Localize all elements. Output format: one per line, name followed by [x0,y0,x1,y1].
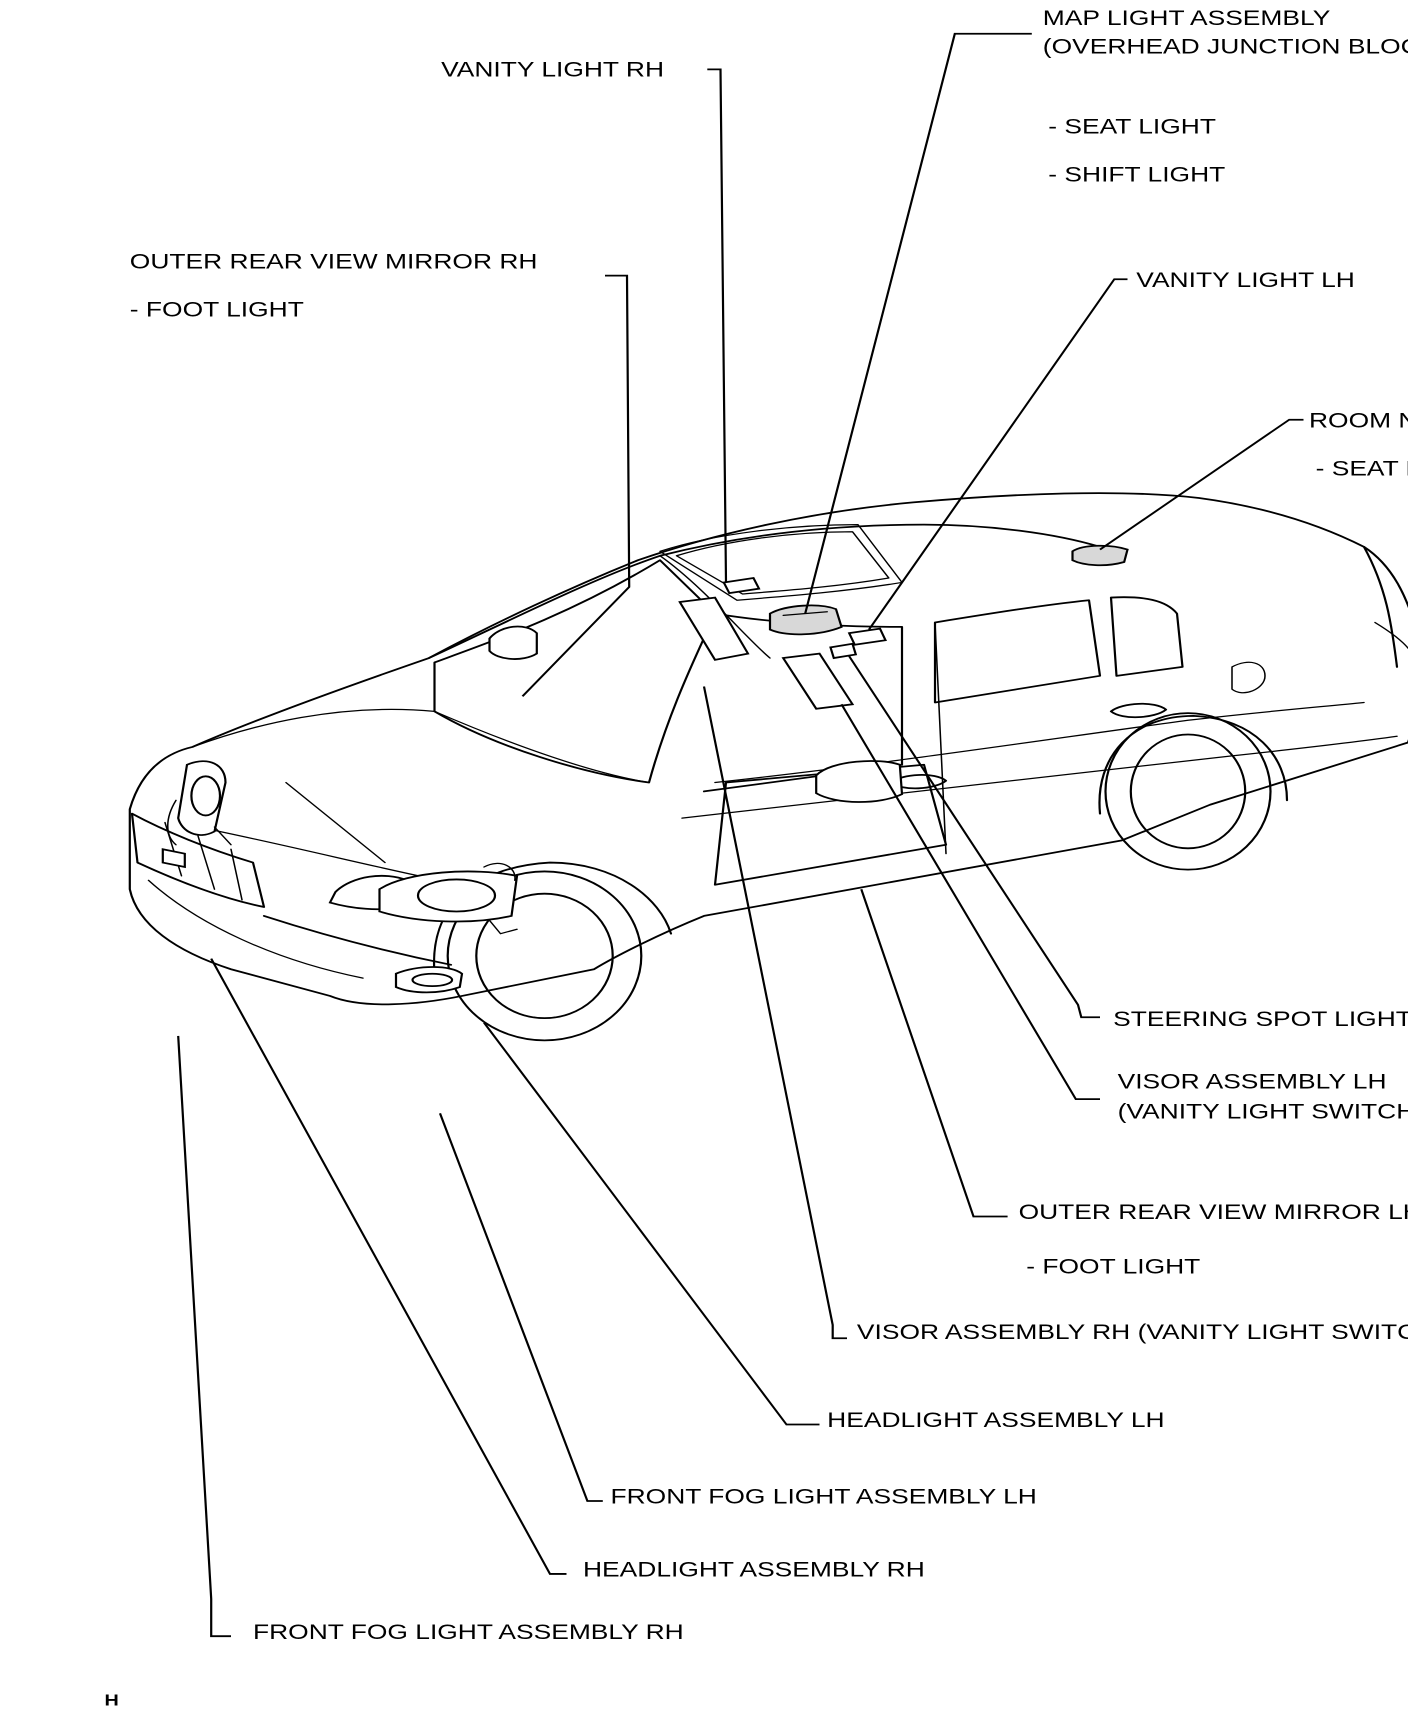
steering-spot-light-part [829,642,858,660]
label-headlight-lh: HEADLIGHT ASSEMBLY LH [827,1409,1164,1433]
headlight-rh-part [166,760,232,846]
room-light-part [1071,544,1129,567]
visor-rh-part [678,596,750,661]
leader-fog-rh [177,1035,232,1638]
label-visor-lh-1: VISOR ASSEMBLY LH [1118,1070,1387,1094]
leader-fog-lh [438,1113,603,1502]
vanity-light-lh-part [847,627,888,646]
label-visor-rh: VISOR ASSEMBLY RH (VANITY LIGHT SWITCH) [857,1321,1408,1345]
label-headlight-rh: HEADLIGHT ASSEMBLY RH [583,1558,925,1582]
label-vanity-lh: VANITY LIGHT LH [1136,269,1355,293]
leader-visor-rh [702,686,848,1340]
leader-mirror-lh [860,888,1008,1218]
label-fog-rh: FRONT FOG LIGHT ASSEMBLY RH [253,1620,684,1644]
lighting-parts [161,544,1129,994]
label-map-sub-2: - SHIFT LIGHT [1048,163,1225,187]
label-map-sub-1: - SEAT LIGHT [1048,115,1216,139]
label-map-light-1: MAP LIGHT ASSEMBLY [1043,6,1331,30]
mirror-rh-part [488,625,538,660]
label-mirror-rh-sub: - FOOT LIGHT [130,298,304,322]
visor-lh-part [781,652,855,710]
label-mirror-rh: OUTER REAR VIEW MIRROR RH [130,250,538,274]
mirror-lh-part [815,760,904,803]
label-steering-spot: STEERING SPOT LIGHT ASSEMBLY [1113,1008,1408,1032]
leader-vanity-rh [707,68,728,583]
leader-room-light [1099,418,1304,551]
leader-mirror-rh [521,274,631,697]
car-illustration [128,492,1408,1042]
leader-map-light [804,32,1032,614]
label-vanity-rh: VANITY LIGHT RH [441,58,664,82]
fog-light-lh-part [394,966,464,994]
leader-vanity-lh [868,278,1128,631]
label-room-light-sub: - SEAT LIGHT [1316,457,1408,481]
label-map-light-2: (OVERHEAD JUNCTION BLOCK) [1043,35,1408,59]
callout-labels: MAP LIGHT ASSEMBLY (OVERHEAD JUNCTION BL… [105,6,1408,1709]
label-room-light: ROOM NO. 1 LIGHT [1309,409,1408,433]
fog-light-rh-part [161,848,186,869]
label-visor-lh-2: (VANITY LIGHT SWITCH) [1118,1100,1408,1124]
leader-visor-lh [840,703,1100,1100]
label-fog-lh: FRONT FOG LIGHT ASSEMBLY LH [611,1485,1037,1509]
headlight-lh-part [328,862,519,935]
figure-code: H [105,1691,119,1709]
leader-headlight-rh [210,958,567,1575]
leader-steering-spot [848,655,1100,1019]
label-mirror-lh: OUTER REAR VIEW MIRROR LH [1019,1200,1408,1224]
label-mirror-lh-sub: - FOOT LIGHT [1026,1255,1200,1279]
vanity-light-rh-part [722,576,761,595]
leader-lines [177,32,1304,1638]
leader-headlight-lh [483,1022,820,1426]
